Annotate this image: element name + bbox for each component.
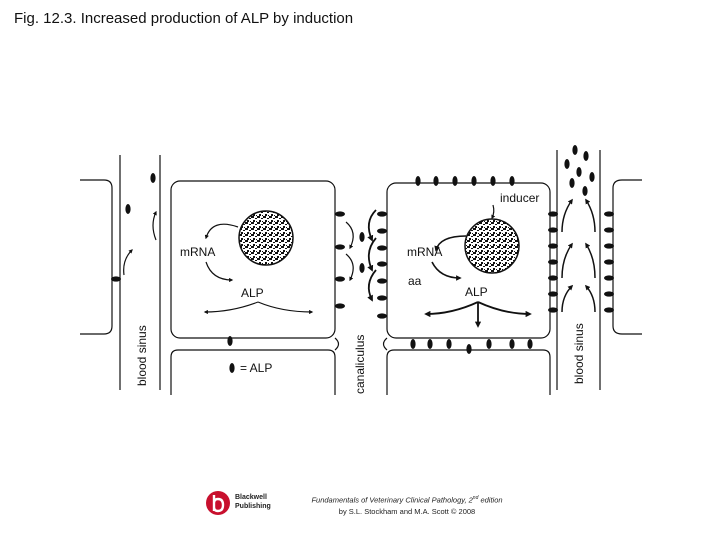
alp-molecule-icon (377, 295, 387, 301)
blackwell-logo-icon (206, 491, 230, 515)
alp-molecule-icon (583, 151, 589, 161)
alp-molecule-icon (335, 276, 345, 282)
book-title: Fundamentals of Veterinary Clinical Path… (311, 495, 503, 505)
alp-molecule-icon (486, 339, 492, 349)
footer: Blackwell Publishing Fundamentals of Vet… (205, 488, 545, 528)
alp-molecule-icon (509, 339, 515, 349)
alp-molecule-icon (377, 278, 387, 284)
mrna-right-label: mRNA (407, 245, 442, 259)
arrow-icon (345, 253, 354, 282)
mrna-left-label: mRNA (180, 245, 215, 259)
arrow-icon (585, 198, 596, 233)
alp-molecule-icon (466, 344, 472, 354)
arrow-icon (434, 235, 467, 252)
legend-alp-icon (229, 363, 235, 373)
alp-molecule-icon (564, 159, 570, 169)
alp-molecules (111, 145, 614, 373)
alp-molecule-icon (604, 307, 614, 313)
alp-molecule-icon (604, 243, 614, 249)
alp-molecule-icon (582, 186, 588, 196)
alp-molecule-icon (471, 176, 477, 186)
alp-right-label: ALP (465, 285, 488, 299)
alp-left-label: ALP (241, 286, 264, 300)
alp-molecule-icon (359, 263, 365, 273)
arrow-icon (345, 221, 354, 250)
legend-alp-label: = ALP (240, 361, 272, 375)
alp-molecule-icon (490, 176, 496, 186)
alp-molecule-icon (452, 176, 458, 186)
arrows (123, 198, 596, 328)
alp-molecule-icon (604, 211, 614, 217)
arrow-icon (561, 198, 573, 233)
arrow-icon (203, 301, 259, 315)
alp-molecule-icon (548, 291, 558, 297)
publisher-line2: Publishing (235, 503, 271, 510)
alp-molecule-icon (410, 339, 416, 349)
alp-molecule-icon (427, 339, 433, 349)
inducer-label: inducer (500, 191, 539, 205)
alp-molecule-icon (335, 244, 345, 250)
arrow-icon (477, 301, 532, 318)
arrow-icon (367, 209, 377, 242)
alp-molecule-icon (604, 227, 614, 233)
arrow-icon (431, 261, 462, 281)
alp-molecule-icon (227, 336, 233, 346)
arrow-icon (561, 242, 573, 279)
alp-molecule-icon (576, 167, 582, 177)
arrow-icon (561, 284, 574, 313)
alp-molecule-icon (569, 178, 575, 188)
alp-molecule-icon (509, 176, 515, 186)
alp-molecule-icon (359, 232, 365, 242)
publisher-name: Blackwell Publishing (235, 493, 271, 511)
alp-molecule-icon (572, 145, 578, 155)
alp-molecule-icon (377, 228, 387, 234)
arrow-icon (257, 301, 314, 315)
alp-molecule-icon (125, 204, 131, 214)
alp-molecule-icon (604, 291, 614, 297)
alp-molecule-icon (111, 276, 121, 282)
arrow-icon (152, 210, 157, 241)
alp-molecule-icon (150, 173, 156, 183)
alp-molecule-icon (548, 211, 558, 217)
alp-molecule-icon (604, 275, 614, 281)
blood-sinus-left-label: blood sinus (135, 325, 149, 386)
alp-molecule-icon (548, 227, 558, 233)
alp-molecule-icon (377, 245, 387, 251)
nucleus-icon (464, 218, 520, 274)
alp-molecule-icon (415, 176, 421, 186)
alp-molecule-icon (335, 211, 345, 217)
arrow-icon (585, 242, 596, 279)
alp-molecule-icon (377, 313, 387, 319)
blood-sinus-right-label: blood sinus (572, 323, 586, 384)
arrow-icon (424, 301, 479, 318)
alp-molecule-icon (377, 261, 387, 267)
nucleus-icon (238, 210, 294, 266)
arrow-icon (367, 237, 377, 272)
arrow-icon (584, 284, 596, 313)
arrow-icon (491, 204, 496, 220)
alp-molecule-icon (548, 259, 558, 265)
alp-molecule-icon (433, 176, 439, 186)
publisher-line1: Blackwell (235, 494, 267, 501)
alp-molecule-icon (589, 172, 595, 182)
citation: Fundamentals of Veterinary Clinical Path… (277, 493, 537, 517)
alp-molecule-icon (335, 303, 345, 309)
arrow-icon (367, 269, 377, 302)
cell-membranes (80, 150, 642, 395)
alp-molecule-icon (548, 275, 558, 281)
arrow-icon (205, 261, 234, 283)
alp-molecule-icon (548, 307, 558, 313)
arrow-icon (204, 223, 239, 240)
aa-label: aa (408, 274, 422, 288)
alp-molecule-icon (527, 339, 533, 349)
alp-molecule-icon (377, 211, 387, 217)
alp-molecule-icon (548, 243, 558, 249)
canaliculus-label: canaliculus (353, 335, 367, 394)
book-authors: by S.L. Stockham and M.A. Scott © 2008 (338, 506, 476, 516)
arrow-icon (123, 249, 133, 276)
alp-molecule-icon (604, 259, 614, 265)
alp-molecule-icon (446, 339, 452, 349)
slide-title: Fig. 12.3. Increased production of ALP b… (14, 10, 354, 27)
